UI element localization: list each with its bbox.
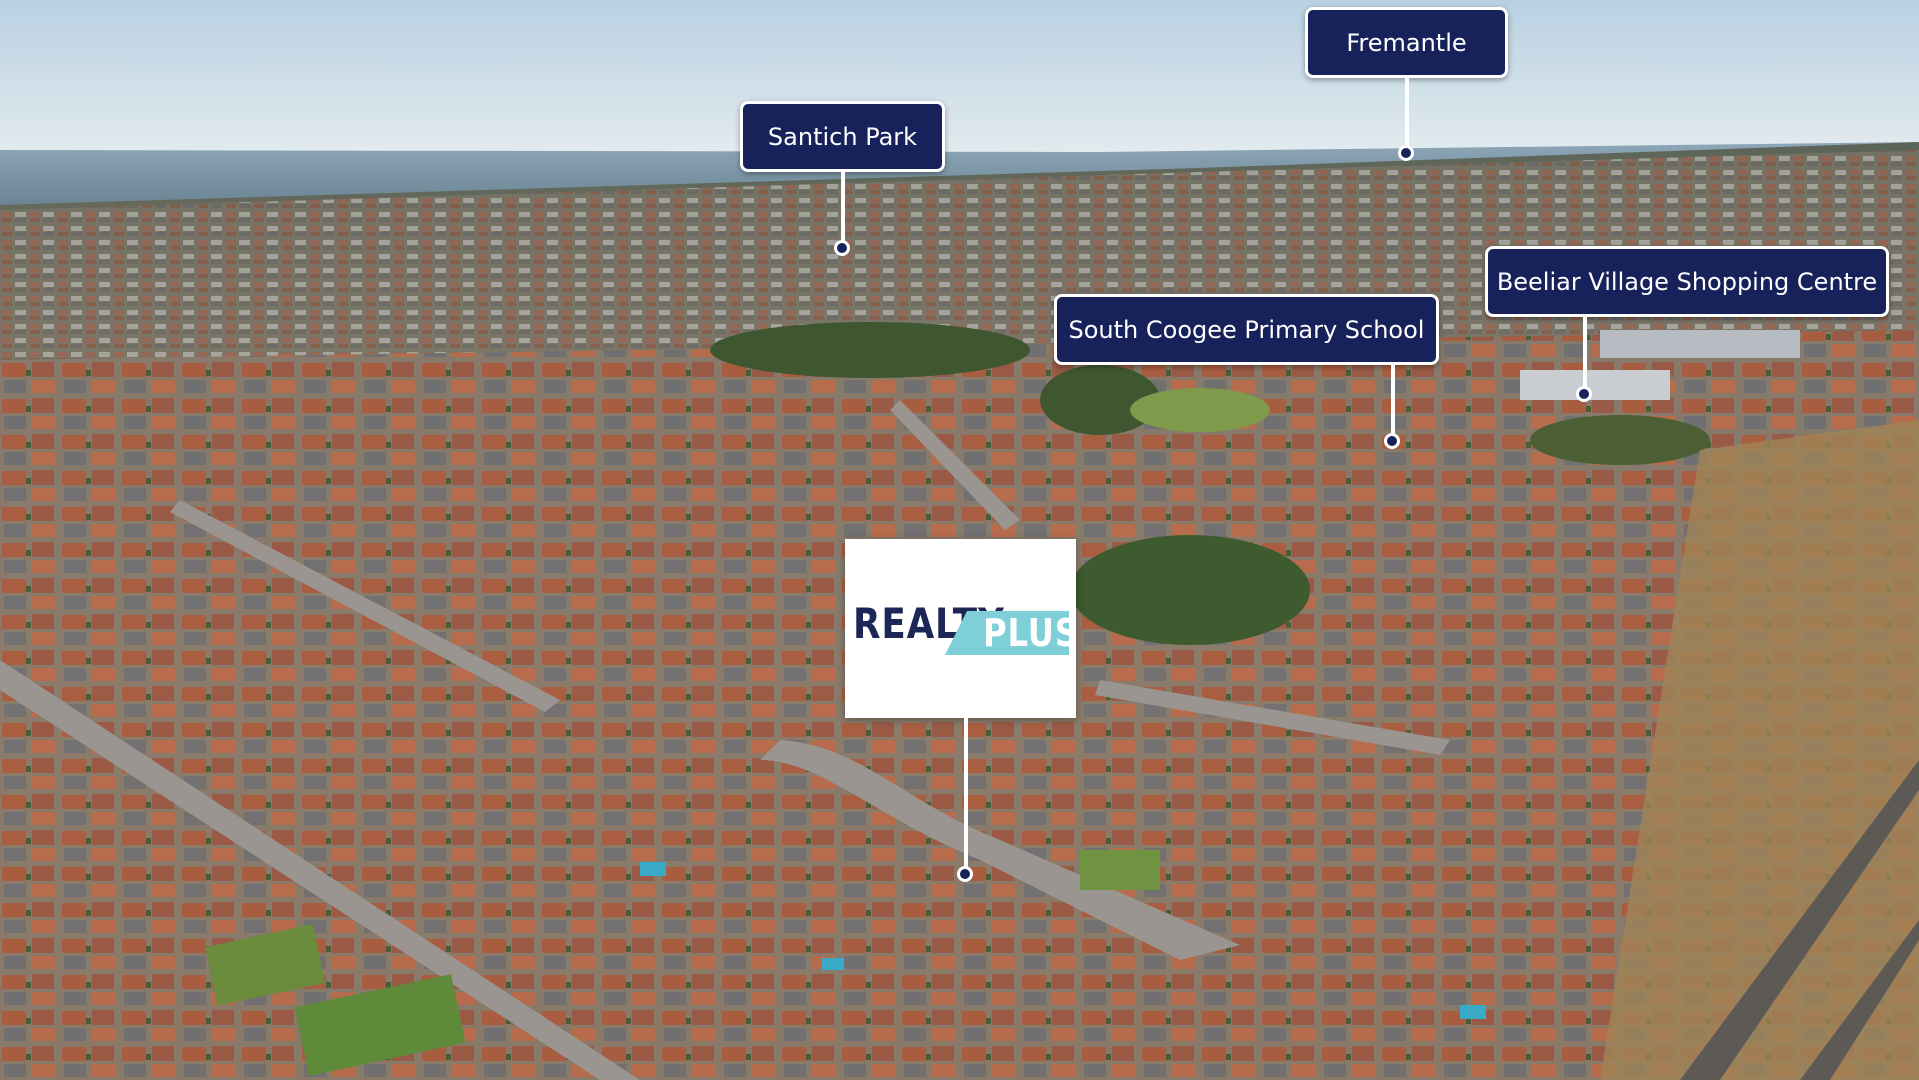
pin-dot-property [957, 866, 973, 882]
label-santich-park-text: Santich Park [767, 122, 918, 151]
pin-stem [1391, 365, 1395, 435]
label-fremantle-text: Fremantle [1346, 28, 1467, 57]
pin-stem [841, 172, 845, 247]
pin-dot-fremantle [1398, 145, 1414, 161]
pin-stem [964, 718, 968, 868]
label-south-coogee: South Coogee Primary School [1054, 294, 1439, 365]
pin-dot-south-coogee [1384, 433, 1400, 449]
label-fremantle: Fremantle [1305, 7, 1508, 78]
label-south-coogee-text: South Coogee Primary School [1068, 315, 1425, 344]
logo-plus-banner [945, 611, 1069, 655]
label-beeliar-village-text: Beeliar Village Shopping Centre [1496, 267, 1878, 296]
logo-plus-text: PLUS [983, 611, 1079, 655]
pin-dot-beeliar-village [1576, 386, 1592, 402]
label-santich-park: Santich Park [740, 101, 945, 172]
realty-plus-logo: REALTY PLUS [845, 539, 1079, 718]
pin-stem [1405, 78, 1409, 152]
pin-stem [1583, 317, 1587, 387]
pin-dot-santich-park [834, 240, 850, 256]
label-beeliar-village: Beeliar Village Shopping Centre [1485, 246, 1889, 317]
